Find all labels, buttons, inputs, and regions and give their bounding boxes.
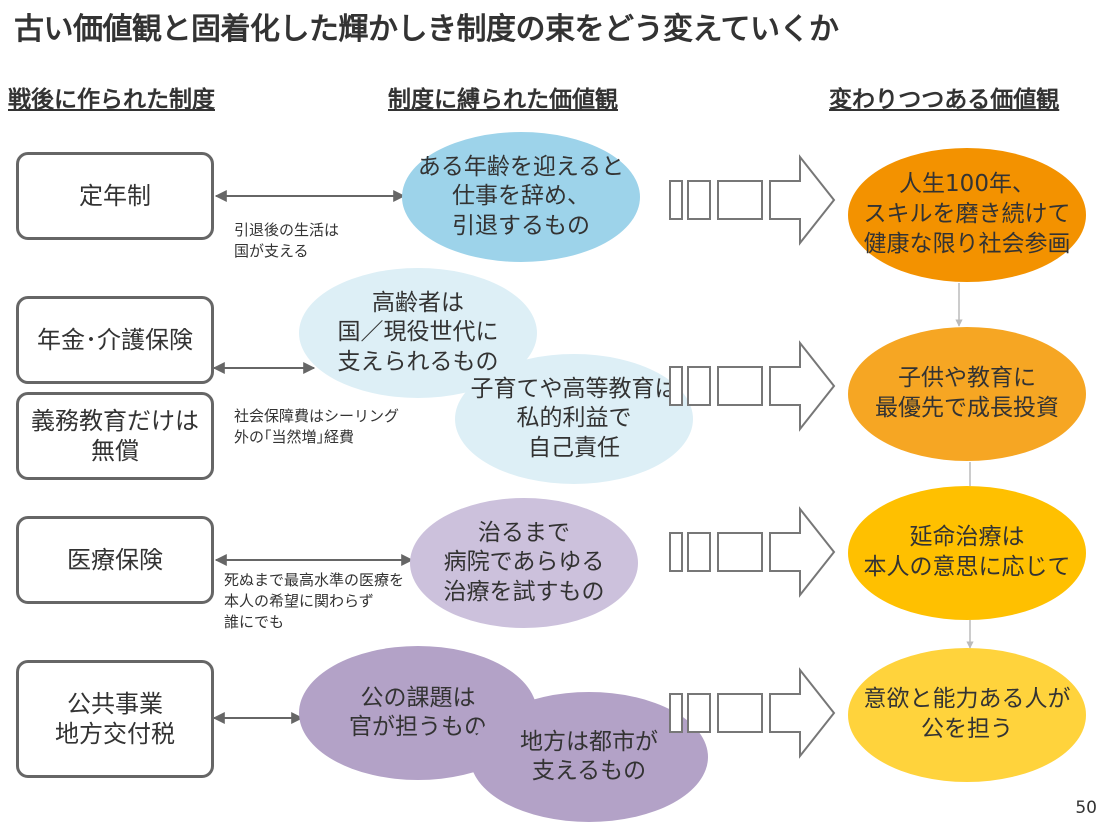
transition-arrow-1 — [669, 154, 836, 246]
note-social: 社会保障費はシーリング 外の｢当然増｣経費 — [234, 407, 400, 446]
transition-arrow-3 — [669, 506, 836, 598]
value-city: 地方は都市が 支えるもの — [470, 692, 708, 822]
column-header-changing-values: 変わりつつある価値観 — [829, 87, 1060, 113]
transition-arrow-2 — [669, 340, 836, 432]
transition-arrow-4 — [669, 667, 836, 759]
value-hospital: 治るまで 病院であらゆる 治療を試すもの — [410, 498, 638, 628]
page-number: 50 — [1075, 798, 1097, 818]
value-retire-age: ある年齢を迎えると 仕事を辞め、 引退するもの — [402, 132, 640, 262]
institution-teinen: 定年制 — [16, 152, 214, 240]
value-children: 子供や教育に 最優先で成長投資 — [848, 327, 1086, 461]
column-header-bound-values: 制度に縛られた価値観 — [388, 87, 618, 113]
institution-kokyo: 公共事業 地方交付税 — [16, 660, 214, 778]
institution-iryo: 医療保険 — [16, 516, 214, 604]
value-childcare: 子育てや高等教育は 私的利益で 自己責任 — [455, 354, 693, 484]
column-header-institutions: 戦後に作られた制度 — [8, 87, 215, 113]
institution-nenkin: 年金･介護保険 — [16, 296, 214, 384]
institution-gimu: 義務教育だけは 無償 — [16, 392, 214, 480]
page-title: 古い価値観と固着化した輝かしき制度の束をどう変えていくか — [14, 12, 839, 47]
value-life100: 人生100年、 スキルを磨き続けて 健康な限り社会参画 — [848, 148, 1086, 282]
value-endoflife: 延命治療は 本人の意思に応じて — [848, 486, 1086, 620]
note-medical: 死ぬまで最高水準の医療を 本人の希望に関わらず 誰にでも — [224, 571, 405, 631]
value-motivated: 意欲と能力ある人が 公を担う — [848, 648, 1086, 782]
note-retire: 引退後の生活は 国が支える — [234, 221, 340, 260]
